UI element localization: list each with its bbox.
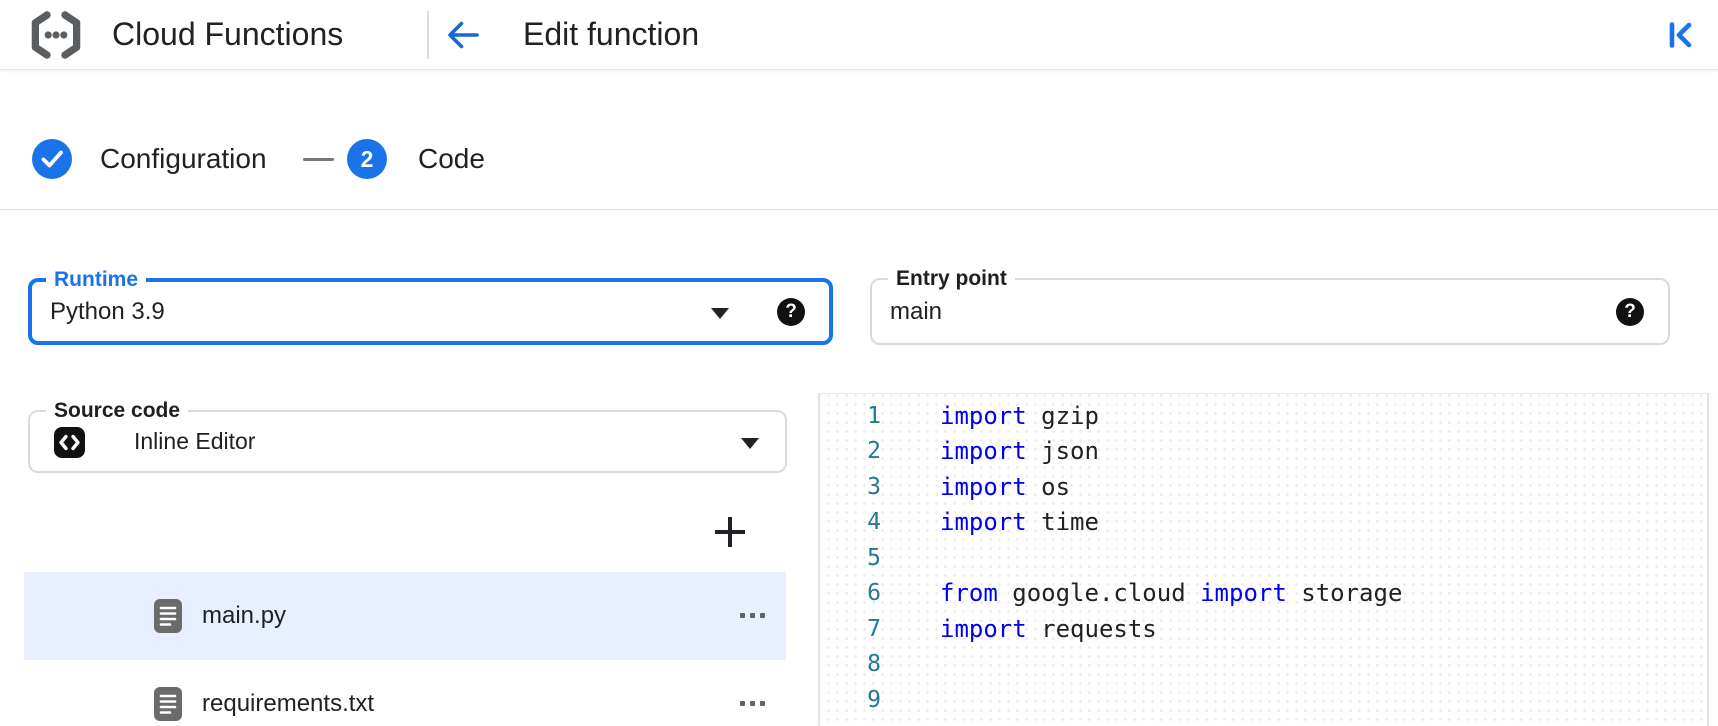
code-text: from google.cloud import storage xyxy=(940,579,1403,608)
file-document-icon xyxy=(154,599,182,633)
line-number: 9 xyxy=(867,686,881,713)
file-name: requirements.txt xyxy=(202,690,375,717)
code-line: 5 xyxy=(820,540,1708,576)
line-number: 7 xyxy=(867,615,881,642)
cloud-functions-logo-icon xyxy=(31,11,81,59)
line-number: 2 xyxy=(867,438,881,465)
line-number: 1 xyxy=(867,402,881,429)
runtime-label: Runtime xyxy=(46,266,146,294)
step-number: 2 xyxy=(360,145,374,172)
code-line: 1 import gzip xyxy=(820,398,1708,434)
source-code-dropdown[interactable]: Source code Inline Editor xyxy=(28,397,787,473)
chevron-down-icon xyxy=(741,437,759,449)
more-options-icon[interactable] xyxy=(740,613,765,619)
line-number: 4 xyxy=(867,509,881,536)
checkmark-icon xyxy=(41,150,63,168)
code-text: import json xyxy=(940,437,1099,466)
chevron-down-icon xyxy=(711,307,729,319)
file-document-icon xyxy=(154,687,182,721)
code-line: 9 xyxy=(820,682,1708,718)
step-connector xyxy=(303,158,334,161)
file-row[interactable]: requirements.txt xyxy=(24,660,786,726)
runtime-dropdown[interactable]: Runtime Python 3.9 ? xyxy=(28,266,833,345)
more-options-icon[interactable] xyxy=(740,701,765,707)
line-number: 3 xyxy=(867,473,881,500)
page-title: Edit function xyxy=(523,16,700,52)
entry-point-input[interactable]: main xyxy=(890,297,943,325)
entry-point-field[interactable]: Entry point main ? xyxy=(870,265,1670,345)
header-divider xyxy=(427,11,429,59)
source-code-value: Inline Editor xyxy=(134,428,256,454)
code-line: 8 xyxy=(820,647,1708,683)
line-number: 5 xyxy=(867,544,881,571)
code-text: import gzip xyxy=(940,401,1099,430)
code-text: import time xyxy=(940,508,1099,537)
code-line: 4 import time xyxy=(820,505,1708,541)
file-name: main.py xyxy=(202,602,287,629)
file-row[interactable]: main.py xyxy=(24,572,786,660)
code-lines: 1 import gzip 2 import json 3 import os 4 impor… xyxy=(820,398,1708,718)
code-line: 6 from google.cloud import storage xyxy=(820,576,1708,612)
line-number: 6 xyxy=(867,580,881,607)
code-editor[interactable]: 1 import gzip 2 import json 3 import os 4 impor… xyxy=(818,393,1708,726)
step-configuration-complete[interactable] xyxy=(32,139,72,179)
code-line: 7 import requests xyxy=(820,611,1708,647)
app-header: Cloud Functions Edit function xyxy=(0,0,1718,70)
step-code-label[interactable]: Code xyxy=(418,143,485,174)
runtime-value: Python 3.9 xyxy=(50,297,165,325)
entry-point-label: Entry point xyxy=(888,265,1015,293)
step-code-number[interactable]: 2 xyxy=(347,139,387,179)
file-list: main.py requirements.txt xyxy=(24,572,786,726)
stepper: Configuration 2 Code xyxy=(0,71,1718,210)
entry-point-help-icon[interactable]: ? xyxy=(1616,297,1644,326)
code-text: import requests xyxy=(940,614,1157,643)
editor-scrollbar[interactable] xyxy=(1707,393,1718,726)
back-arrow-icon[interactable] xyxy=(444,16,482,54)
add-file-icon[interactable] xyxy=(714,516,746,548)
code-line: 3 import os xyxy=(820,469,1708,505)
source-code-label: Source code xyxy=(46,397,189,425)
code-icon xyxy=(54,426,85,458)
product-title: Cloud Functions xyxy=(112,16,344,52)
code-text: import os xyxy=(940,472,1071,501)
runtime-help-icon[interactable]: ? xyxy=(777,297,805,326)
collapse-panel-icon[interactable] xyxy=(1666,20,1696,50)
step-configuration-label[interactable]: Configuration xyxy=(100,143,267,174)
code-line: 2 import json xyxy=(820,434,1708,470)
line-number: 8 xyxy=(867,651,881,678)
